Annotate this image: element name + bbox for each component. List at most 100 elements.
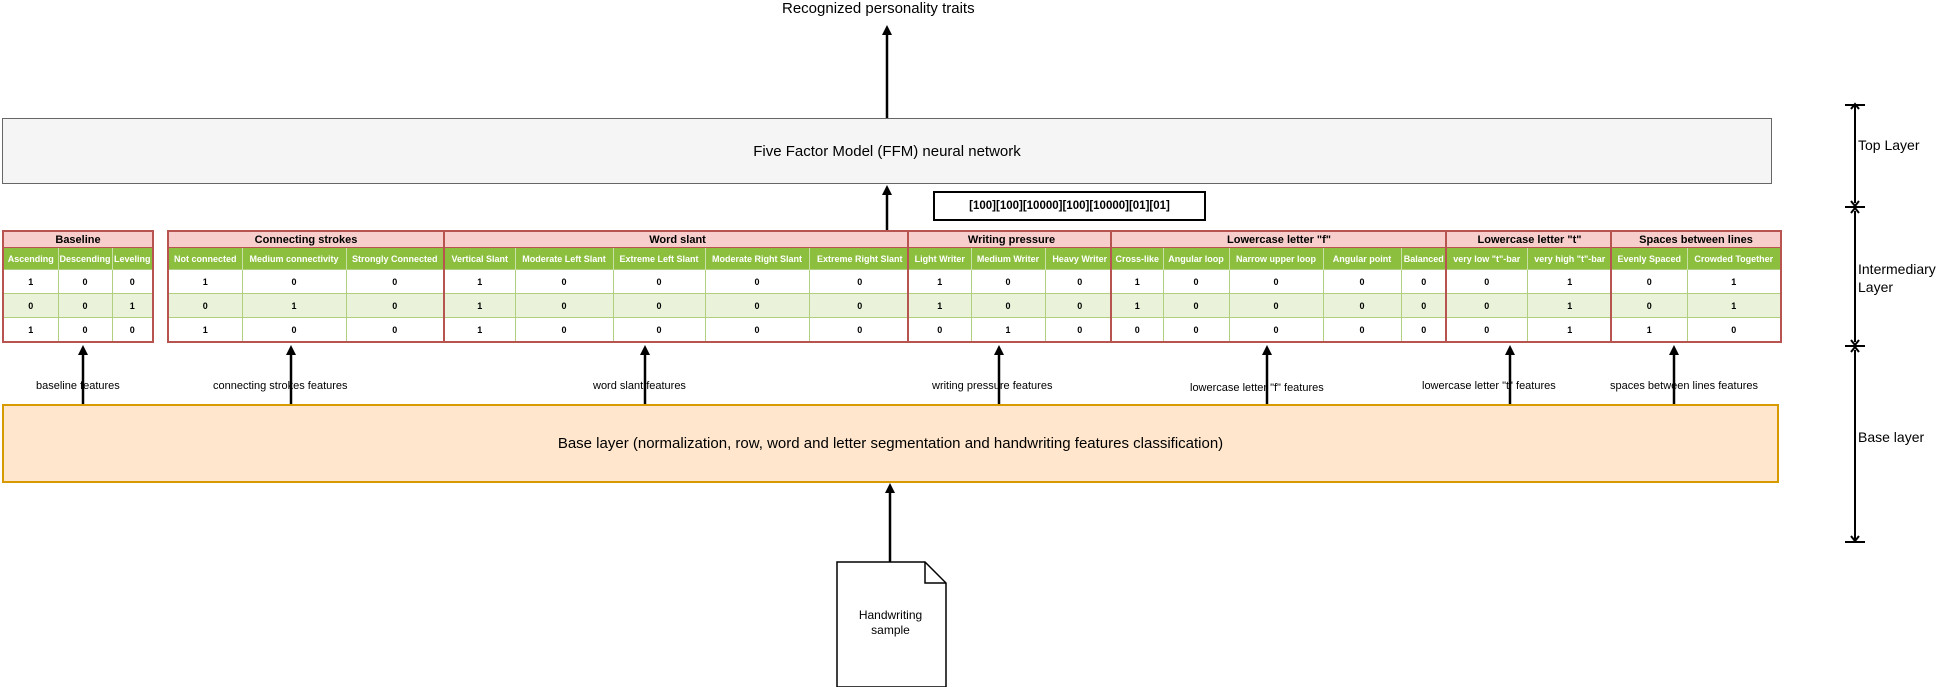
table-cell: 0 (1445, 293, 1528, 318)
table-cell: 0 (808, 317, 912, 343)
table-cell: 0 (1400, 293, 1448, 318)
output-label: Recognized personality traits (782, 0, 975, 17)
table-cell: 1 (1526, 269, 1614, 294)
table-title: Lowercase letter "t" (1446, 231, 1613, 248)
table-cell: 1 (1526, 317, 1614, 343)
table-cell: 0 (2, 293, 59, 318)
column-header: Extreme Right Slant (809, 247, 912, 270)
table-cell: 0 (1400, 317, 1448, 343)
column-header: Narrow upper loop (1229, 247, 1324, 270)
table-cell: 0 (514, 317, 614, 343)
table-title: Connecting strokes (168, 231, 445, 248)
table-cell: 0 (241, 317, 347, 343)
column-header: Cross-like (1111, 247, 1164, 270)
table-cell: 1 (1110, 269, 1164, 294)
column-header: Angular point (1323, 247, 1402, 270)
intermediary-layer-label: Intermediary Layer (1858, 261, 1936, 295)
column-header: Heavy Writer (1045, 247, 1116, 270)
table-cell: 0 (1445, 269, 1528, 294)
table-cell: 0 (1044, 293, 1116, 318)
table-cell: 0 (1400, 269, 1448, 294)
column-header: Light Writer (908, 247, 972, 270)
column-header: Moderate Right Slant (705, 247, 810, 270)
table-cell: 0 (612, 293, 706, 318)
column-header: Evenly Spaced (1611, 247, 1688, 270)
column-header: Extreme Left Slant (613, 247, 706, 270)
column-header: very low "t"-bar (1446, 247, 1528, 270)
table-cell: 0 (1686, 317, 1782, 343)
table-cell: 1 (167, 269, 243, 294)
feature-arrows (78, 345, 1679, 404)
column-header: Strongly Connected (346, 247, 445, 270)
ffm-network-box: Five Factor Model (FFM) neural network (2, 118, 1772, 184)
table-cell: 0 (345, 317, 445, 343)
table-cell: 1 (443, 293, 516, 318)
column-header: Crowded Together (1687, 247, 1782, 270)
table-cell: 0 (704, 293, 810, 318)
column-header: very high "t"-bar (1527, 247, 1614, 270)
column-header: Ascending (3, 247, 59, 270)
feature-label: lowercase letter "f" features (1190, 382, 1324, 394)
table-cell: 0 (704, 317, 810, 343)
table-cell: 0 (970, 293, 1046, 318)
table-title: Word slant (444, 231, 912, 248)
table-cell: 0 (514, 293, 614, 318)
table-cell: 0 (241, 269, 347, 294)
document-label: Handwriting sample (858, 608, 923, 637)
table-cell: 0 (345, 293, 445, 318)
table-cell: 0 (1228, 317, 1324, 343)
table-cell: 0 (808, 269, 912, 294)
table-cell: 1 (1110, 293, 1164, 318)
column-header: Medium connectivity (242, 247, 347, 270)
table-cell: 1 (907, 293, 972, 318)
table-cell: 0 (57, 269, 113, 294)
column-header: Balanced (1401, 247, 1448, 270)
feature-label: spaces between lines features (1610, 380, 1758, 392)
table-cell: 1 (111, 293, 154, 318)
base-layer-label: Base layer (normalization, row, word and… (557, 435, 1224, 452)
column-header: Vertical Slant (444, 247, 516, 270)
column-header: Angular loop (1163, 247, 1230, 270)
table-cell: 0 (57, 293, 113, 318)
table-cell: 1 (1686, 269, 1782, 294)
feature-label: baseline features (36, 380, 120, 392)
table-cell: 0 (1228, 293, 1324, 318)
table-cell: 0 (167, 293, 243, 318)
table-cell: 1 (1526, 293, 1614, 318)
table-cell: 0 (111, 269, 154, 294)
table-title: Writing pressure (908, 231, 1116, 248)
table-cell: 0 (1044, 317, 1116, 343)
column-header: Descending (58, 247, 113, 270)
feature-label: word slant features (593, 380, 686, 392)
table-cell: 0 (808, 293, 912, 318)
table-cell: 0 (1228, 269, 1324, 294)
base-layer-box: Base layer (normalization, row, word and… (2, 404, 1779, 483)
feature-label: connecting strokes features (213, 380, 348, 392)
table-cell: 0 (970, 269, 1046, 294)
column-header: Medium Writer (971, 247, 1046, 270)
table-cell: 0 (704, 269, 810, 294)
feature-label: writing pressure features (932, 380, 1053, 392)
encoding-box: [100][100][10000][100][10000][01][01] (933, 191, 1206, 221)
table-cell: 0 (1322, 293, 1402, 318)
table-cell: 1 (1610, 317, 1688, 343)
table-cell: 0 (1110, 317, 1164, 343)
table-cell: 1 (970, 317, 1046, 343)
